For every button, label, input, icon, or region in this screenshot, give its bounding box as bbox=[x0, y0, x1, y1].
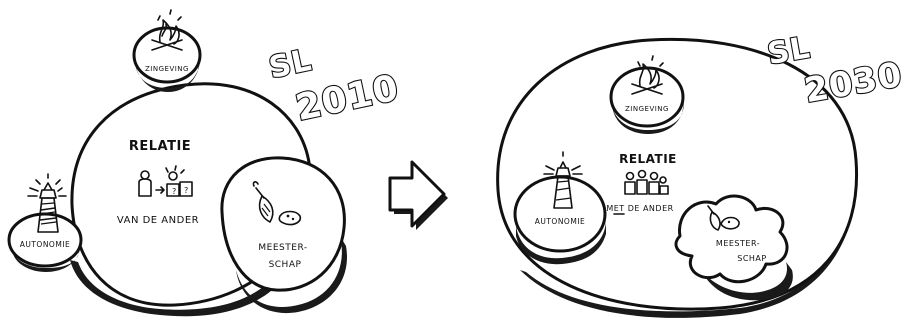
title-2030-line1: SL bbox=[765, 30, 813, 72]
relatie-subheading-2030: MET DE ANDER bbox=[606, 204, 673, 213]
meesterschap-label-2010-line1: MEESTER- bbox=[258, 243, 307, 253]
meesterschap-label-2030-line1: MEESTER- bbox=[716, 239, 760, 248]
relatie-subheading-2010: VAN DE ANDER bbox=[117, 215, 199, 226]
title-2030-line2: 2030 bbox=[801, 55, 905, 112]
svg-text:?: ? bbox=[172, 187, 177, 196]
zingeving-label-2030: ZINGEVING bbox=[625, 105, 669, 113]
meesterschap-label-2010-line2: SCHAP bbox=[269, 260, 302, 270]
meesterschap-label-2030-line2: SCHAP bbox=[737, 254, 766, 263]
title-2010-line1: SL bbox=[266, 43, 315, 86]
autonomie-disc-2010: AUTONOMIE bbox=[9, 174, 81, 272]
autonomie-label-2030: AUTONOMIE bbox=[535, 217, 586, 226]
zingeving-disc-2010: ZINGEVING bbox=[134, 10, 200, 92]
right-arrow-icon bbox=[390, 162, 448, 230]
panel-sl-2030: ZINGEVING AUTONOMIE RELATIE bbox=[498, 15, 906, 318]
panel-sl-2010: ZINGEVING AUTONOMIE bbox=[9, 10, 403, 316]
zingeving-label-2010: ZINGEVING bbox=[145, 65, 189, 73]
relatie-heading-2010: RELATIE bbox=[129, 139, 191, 154]
relatie-heading-2030: RELATIE bbox=[619, 152, 677, 166]
svg-text:?: ? bbox=[184, 186, 189, 195]
autonomie-label-2010: AUTONOMIE bbox=[20, 240, 71, 249]
